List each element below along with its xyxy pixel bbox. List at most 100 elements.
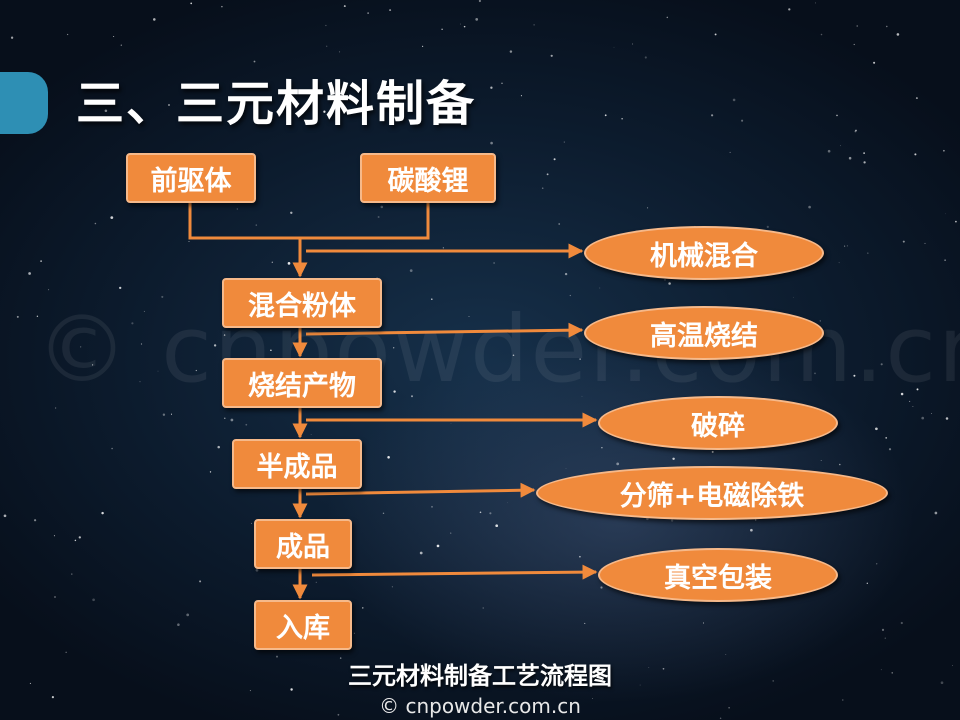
star: [489, 512, 492, 515]
star: [553, 158, 556, 161]
star: [409, 269, 413, 272]
star: [509, 50, 513, 53]
star: [863, 152, 865, 154]
star: [855, 129, 857, 132]
star: [820, 33, 823, 36]
star: [188, 241, 190, 243]
star: [839, 463, 841, 466]
star: [604, 114, 607, 117]
star: [875, 427, 878, 431]
star: [884, 637, 886, 639]
star: [162, 413, 166, 416]
star: [943, 149, 945, 152]
star: [581, 395, 583, 397]
star: [719, 717, 722, 719]
slide-title: 三、三元材料制备: [76, 76, 477, 132]
star: [931, 412, 933, 414]
star: [442, 247, 444, 249]
star: [431, 505, 433, 508]
star: [436, 544, 440, 548]
star: [814, 372, 816, 375]
star: [881, 628, 885, 631]
arrow-to-vacuum-packaging: [311, 564, 598, 580]
star: [836, 114, 838, 117]
star: [501, 82, 503, 85]
star: [842, 699, 844, 701]
star: [490, 141, 493, 145]
star: [380, 205, 384, 209]
star: [391, 586, 393, 588]
node-sintered-product: 烧结产物: [222, 358, 382, 408]
star: [270, 349, 272, 351]
connector-precursor: [188, 200, 300, 240]
star: [885, 437, 888, 439]
star: [377, 216, 380, 218]
star: [236, 208, 238, 210]
star: [120, 44, 122, 46]
star: [792, 296, 794, 298]
star: [209, 471, 212, 473]
star: [900, 392, 904, 396]
star: [846, 245, 849, 247]
star: [28, 272, 31, 275]
star: [323, 110, 326, 113]
star: [902, 240, 905, 243]
star: [668, 282, 671, 285]
star: [389, 9, 392, 12]
star: [157, 370, 159, 372]
star: [343, 5, 346, 8]
star: [725, 654, 727, 655]
star: [579, 555, 581, 558]
star: [601, 446, 603, 449]
step-mechanical-mixing: 机械混合: [584, 226, 824, 280]
star: [54, 596, 56, 598]
star: [92, 598, 95, 602]
star: [475, 18, 479, 21]
star: [741, 119, 744, 122]
star: [599, 287, 601, 289]
star: [662, 667, 665, 670]
star: [891, 672, 893, 674]
connector-lithium: [300, 200, 430, 240]
star: [362, 607, 364, 609]
star: [74, 539, 77, 542]
star: [10, 36, 14, 39]
star: [945, 417, 949, 420]
star: [520, 95, 522, 97]
star: [702, 622, 705, 624]
star: [221, 5, 223, 8]
star: [648, 667, 650, 668]
star: [253, 60, 256, 63]
star: [788, 8, 791, 11]
star: [29, 682, 31, 684]
star: [512, 354, 515, 356]
star: [909, 400, 911, 402]
star: [53, 535, 55, 537]
star: [251, 522, 252, 524]
star: [213, 344, 217, 347]
star: [838, 262, 840, 264]
star: [16, 315, 19, 318]
star: [94, 222, 97, 225]
star: [478, 0, 481, 3]
star: [199, 580, 202, 583]
star: [952, 664, 953, 666]
star: [101, 511, 104, 515]
star: [326, 45, 328, 47]
star: [271, 261, 273, 263]
star: [546, 173, 549, 176]
star: [459, 23, 462, 25]
star: [36, 315, 39, 317]
star: [672, 457, 675, 461]
star: [808, 205, 811, 209]
star: [914, 153, 917, 156]
star: [670, 519, 674, 522]
star: [639, 684, 641, 686]
arrow-to-sieving: [305, 482, 536, 498]
star: [873, 61, 876, 64]
star: [827, 149, 831, 153]
star: [34, 519, 37, 522]
star: [450, 532, 452, 534]
star: [863, 161, 866, 164]
star: [924, 242, 926, 244]
